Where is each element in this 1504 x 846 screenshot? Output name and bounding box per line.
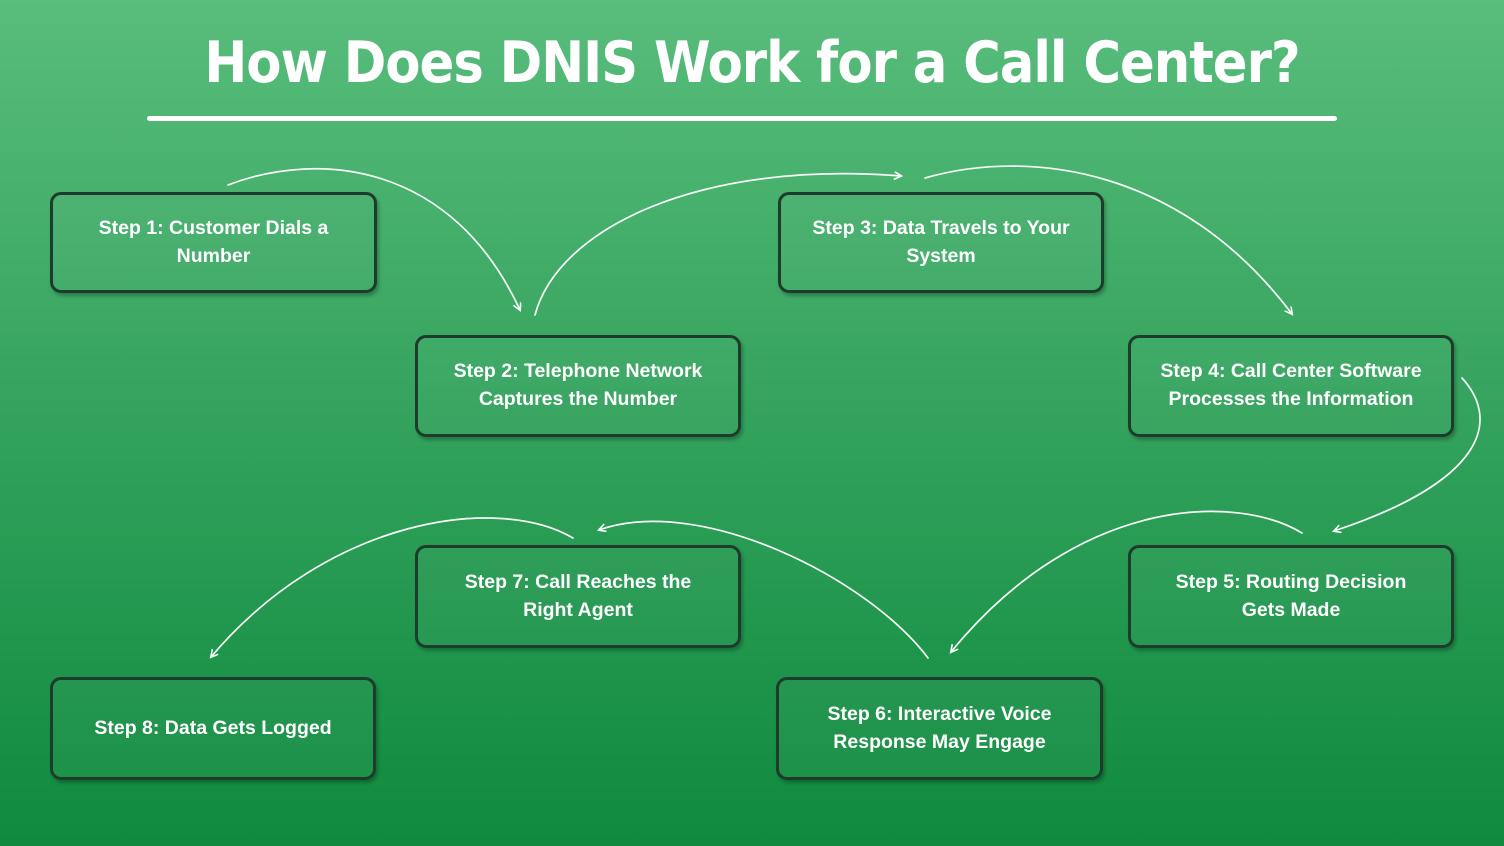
step-4-label: Step 4: Call Center Software Processes t… <box>1160 360 1422 410</box>
step-8-box: Step 8: Data Gets Logged <box>50 677 376 780</box>
step-7-box: Step 7: Call Reaches the Right Agent <box>415 545 741 648</box>
step-2-box: Step 2: Telephone Network Captures the N… <box>415 335 741 437</box>
page-title: How Does DNIS Work for a Call Center? <box>204 30 1300 96</box>
arrow-step5-to-step6 <box>951 510 1303 652</box>
step-5-label: Step 5: Routing Decision Gets Made <box>1175 570 1407 621</box>
step-4-box: Step 4: Call Center Software Processes t… <box>1128 335 1454 437</box>
arrow-step7-to-step8 <box>211 517 574 657</box>
step-7-label: Step 7: Call Reaches the Right Agent <box>464 570 692 621</box>
title-underline <box>147 116 1337 121</box>
step-8-label: Step 8: Data Gets Logged <box>94 716 332 739</box>
arrow-step1-to-step2 <box>227 167 520 310</box>
arrow-step2-to-step3 <box>534 174 901 316</box>
step-1-label: Step 1: Customer Dials a Number <box>98 216 329 267</box>
step-5-box: Step 5: Routing Decision Gets Made <box>1128 545 1454 648</box>
step-3-box: Step 3: Data Travels to Your System <box>778 192 1104 293</box>
step-6-label: Step 6: Interactive Voice Response May E… <box>827 702 1052 753</box>
step-3-label: Step 3: Data Travels to Your System <box>812 216 1070 267</box>
step-1-box: Step 1: Customer Dials a Number <box>50 192 377 293</box>
arrow-step3-to-step4 <box>924 165 1292 314</box>
step-2-label: Step 2: Telephone Network Captures the N… <box>453 360 703 410</box>
step-6-box: Step 6: Interactive Voice Response May E… <box>776 677 1103 780</box>
arrow-step4-to-step5 <box>1334 377 1481 531</box>
arrow-step6-to-step7 <box>599 520 929 659</box>
